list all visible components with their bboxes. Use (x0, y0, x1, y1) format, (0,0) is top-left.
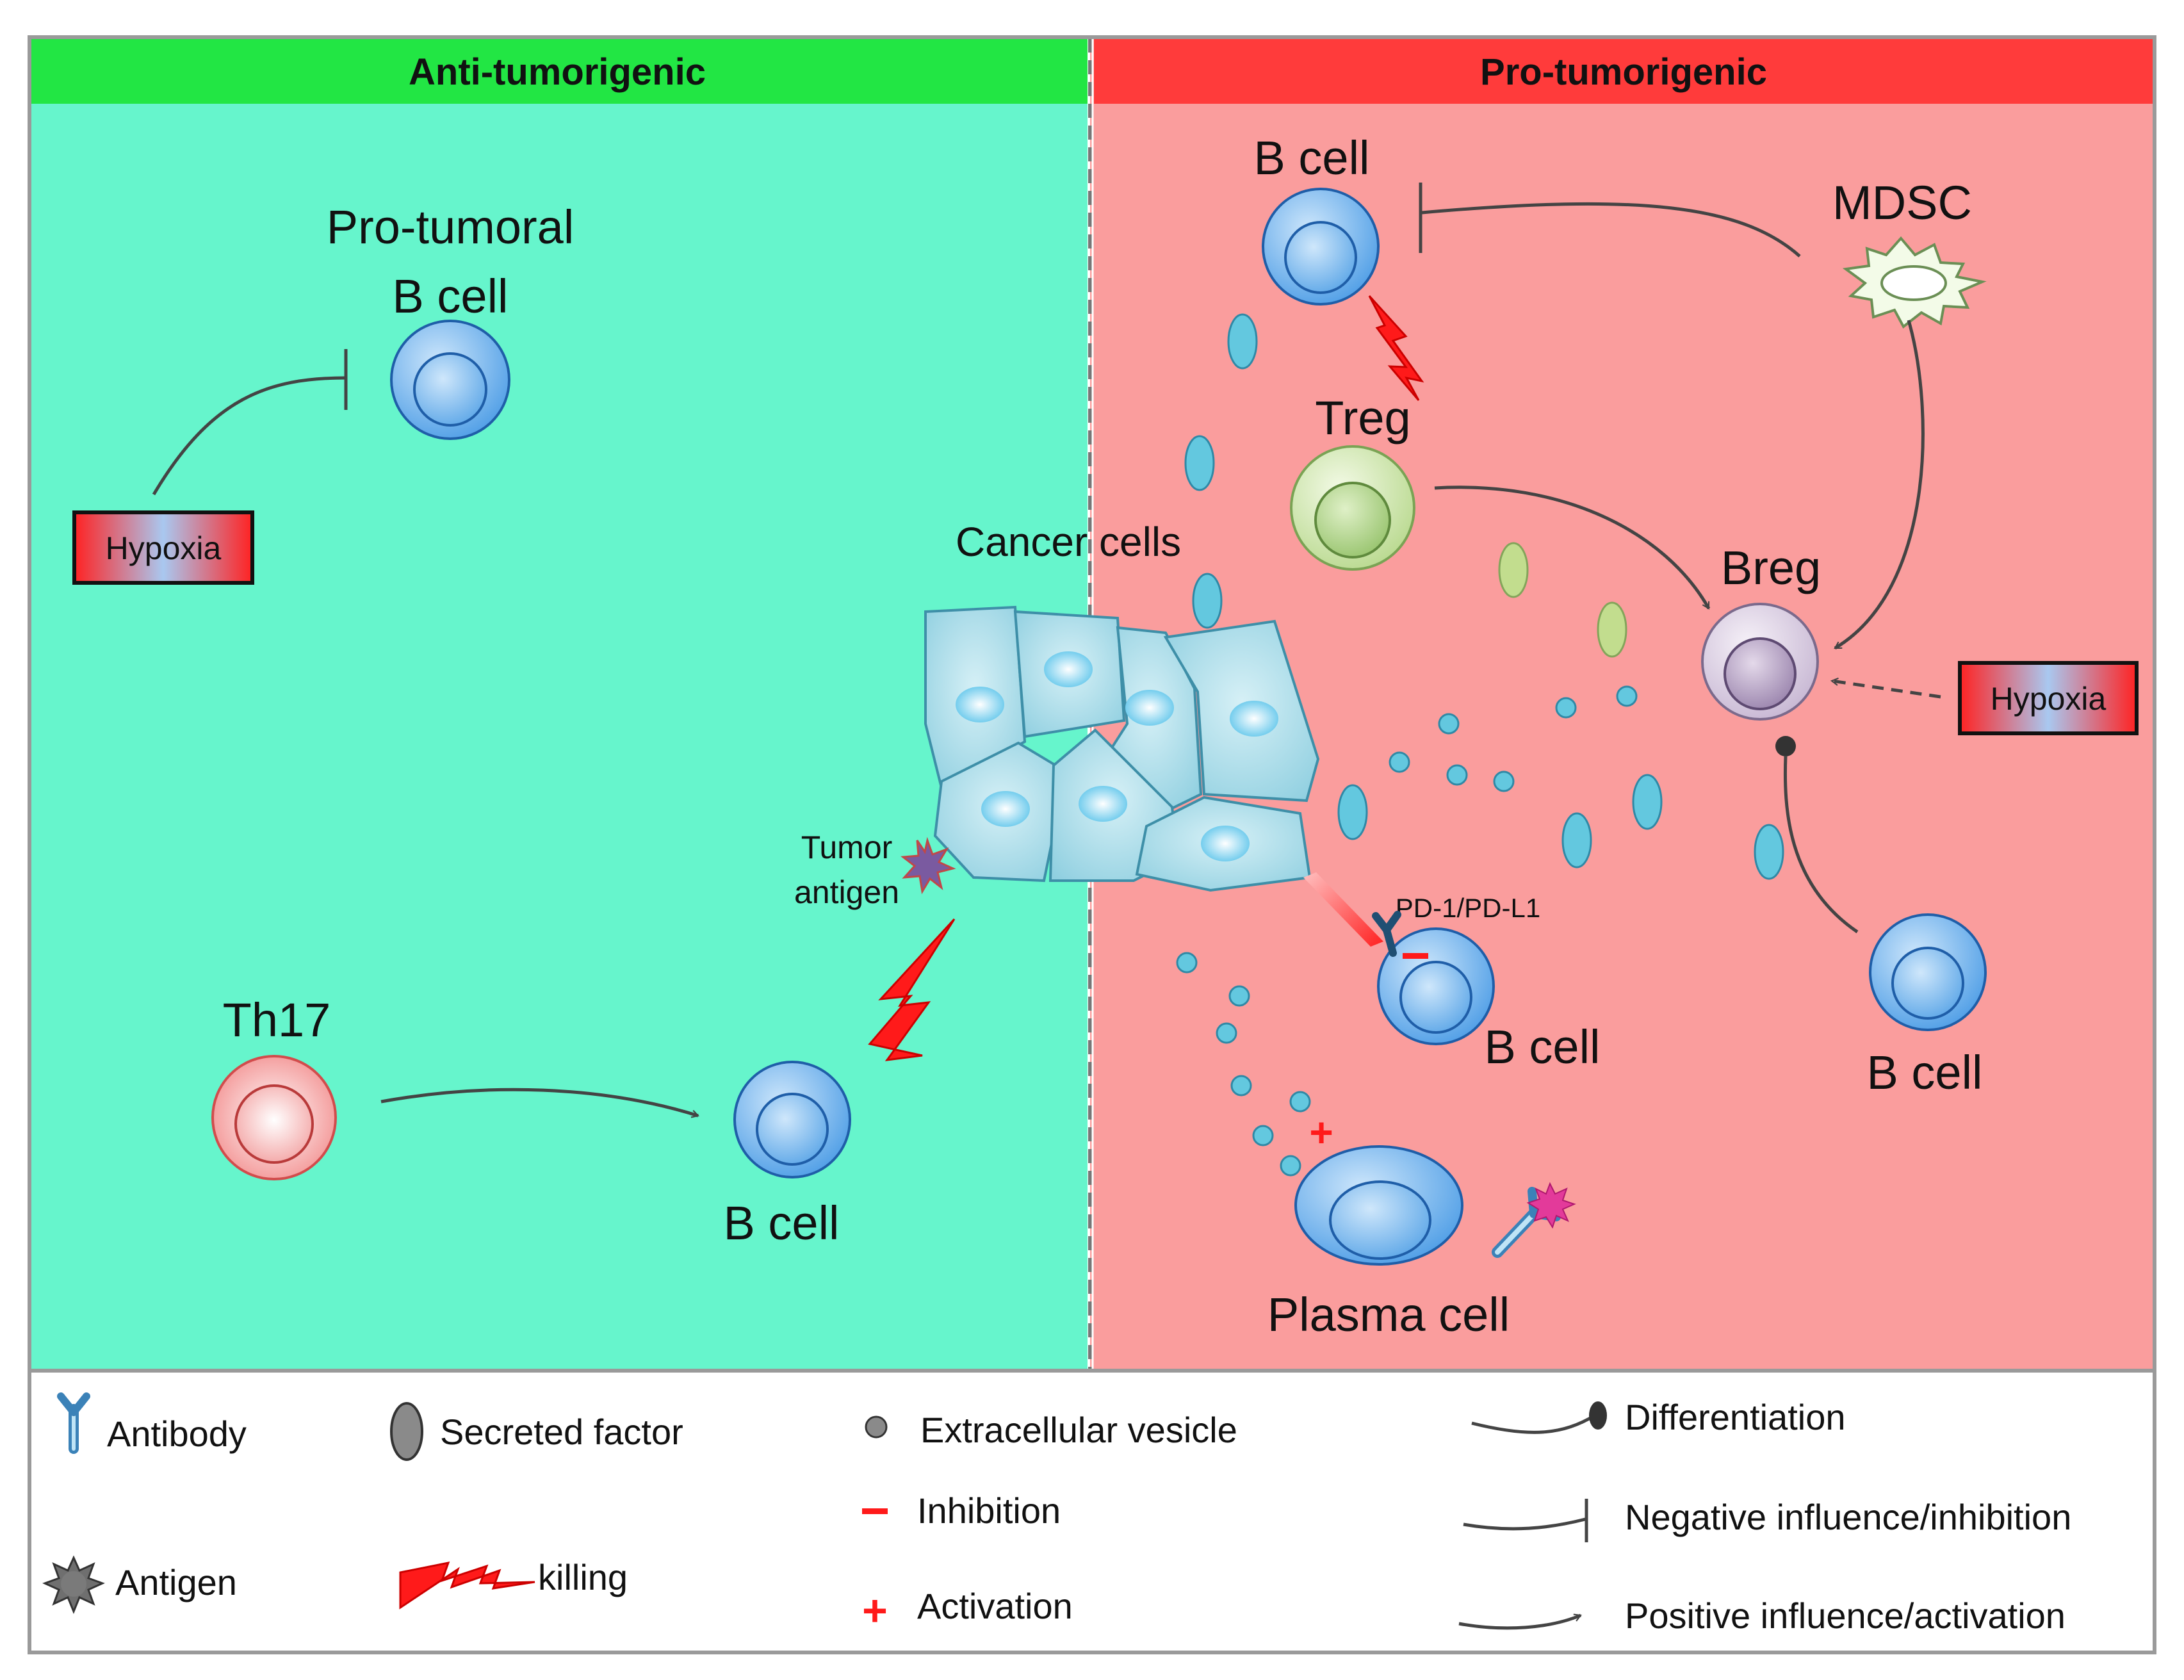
legend: Antibody Secreted factor Extracellular v… (42, 1392, 2071, 1636)
killing-bolt-icon (399, 1562, 535, 1610)
antigen-icon (1526, 1182, 1576, 1229)
cancer-cells-label: Cancer cells (956, 519, 1181, 565)
killing-bolt-icon (1368, 295, 1424, 401)
inhibition-minus-icon (1403, 953, 1428, 959)
legend-antigen: Antigen (115, 1562, 237, 1603)
extracellular-vesicle-icon (1289, 1091, 1311, 1113)
secreted-factor-icon (1597, 601, 1627, 658)
breg-icon (1701, 603, 1819, 721)
legend-differentiation: Differentiation (1625, 1397, 1846, 1437)
b-cell-icon (390, 320, 510, 440)
breg-label: Breg (1721, 541, 1821, 594)
differentiation-line-icon (1471, 1414, 1596, 1434)
pd1-pdl1-laser-beam (1303, 872, 1383, 947)
anti-panel-header-bar (31, 38, 1088, 104)
secreted-factor-icon (390, 1402, 423, 1461)
secreted-factors (1184, 313, 1784, 880)
extracellular-vesicle-icon (1389, 751, 1410, 773)
extracellular-vesicle-icon (1216, 1022, 1237, 1044)
b-cell-label-top: B cell (1254, 131, 1370, 184)
legend-activation: Activation (917, 1586, 1073, 1626)
secreted-factor-icon (1498, 542, 1529, 598)
legend-antibody: Antibody (107, 1414, 247, 1454)
pro-panel-title: Pro-tumorigenic (1480, 51, 1767, 93)
differentiation-dot-icon (1589, 1401, 1607, 1430)
antibody-icon (57, 1392, 90, 1454)
figure-border (28, 35, 2156, 1654)
mdsc-icon (1842, 236, 1987, 329)
treg-icon (1290, 445, 1415, 571)
pro-tumoral-label-line2: B cell (393, 270, 509, 323)
activation-plus-icon: + (1309, 1109, 1333, 1155)
plasma-cell-label: Plasma cell (1267, 1288, 1510, 1341)
secreted-factor-icon (1184, 435, 1215, 491)
legend-positive-influence: Positive influence/activation (1625, 1595, 2066, 1636)
treg-label: Treg (1315, 391, 1410, 444)
legend-secreted-factor: Secreted factor (440, 1412, 683, 1452)
tumor-antigen-label-line2: antigen (794, 874, 899, 910)
antibody-icon (1372, 911, 1401, 957)
extracellular-vesicle-icon (1616, 685, 1638, 707)
extracellular-vesicle-icon (1493, 771, 1515, 792)
b-cell-icon (1377, 927, 1495, 1045)
legend-negative-influence: Negative influence/inhibition (1625, 1497, 2071, 1537)
b-cell-label-center: B cell (1485, 1020, 1601, 1073)
activation-arrow-mdsc-to-breg (1834, 320, 1925, 650)
negative-influence-line-icon (1463, 1517, 1586, 1531)
inhibition-minus-icon (862, 1508, 888, 1514)
extracellular-vesicle-icon (1280, 1155, 1301, 1177)
hypoxia-box: Hypoxia (1958, 661, 2139, 735)
hypoxia-label-left: Hypoxia (106, 530, 222, 566)
legend-inhibition: Inhibition (917, 1490, 1061, 1531)
activation-plus-icon: + (862, 1586, 888, 1635)
secreted-factor-icon (1561, 812, 1592, 869)
hypoxia-label-right: Hypoxia (1991, 681, 2107, 717)
secreted-factor-icon (1227, 313, 1258, 370)
legend-killing: killing (538, 1557, 628, 1597)
plasma-cell-icon (1294, 1145, 1463, 1266)
extracellular-vesicle-icon (865, 1415, 888, 1439)
tumor-antigen-icon (900, 836, 956, 895)
b-cell-label-right: B cell (1867, 1046, 1983, 1099)
extracellular-vesicle-icon (1438, 713, 1460, 735)
extracellular-vesicle-icon (1176, 952, 1198, 974)
extracellular-vesicle-icon (1446, 764, 1468, 786)
mdsc-label: MDSC (1832, 176, 1972, 229)
extracellular-vesicle-icon (1230, 1075, 1252, 1097)
activation-arrow-th17-to-b-cell (380, 1088, 700, 1118)
secreted-factors-green (1498, 542, 1627, 658)
inhibition-arrow-hypoxia-to-b-cell (152, 376, 346, 496)
secreted-factor-icon (1337, 784, 1368, 840)
b-cell-icon (1869, 913, 1987, 1031)
killing-bolt-icon (868, 918, 956, 1061)
b-cell-label-left-bottom: B cell (724, 1196, 840, 1250)
th17-label: Th17 (223, 993, 331, 1047)
legend-extracellular-vesicle: Extracellular vesicle (920, 1410, 1237, 1450)
antigen-core (61, 1571, 86, 1597)
secreted-factor-icon (1632, 774, 1663, 830)
b-cell-icon (1262, 188, 1380, 306)
differentiation-dot (1775, 736, 1796, 756)
extracellular-vesicle-icon (1228, 985, 1250, 1007)
anti-panel-background (31, 38, 1088, 1371)
th17-icon (211, 1055, 337, 1180)
inhibition-arrow-mdsc-to-b-cell (1421, 202, 1801, 257)
secreted-factor-icon (1754, 824, 1784, 880)
extracellular-vesicle-icon (1252, 1125, 1274, 1146)
b-cell-icon (733, 1061, 851, 1178)
positive-influence-line-icon (1458, 1613, 1582, 1630)
tumor-antigen-label-line1: Tumor (801, 829, 893, 865)
activation-arrow-treg-to-breg (1434, 485, 1711, 610)
hypoxia-box: Hypoxia (72, 510, 254, 585)
pd1-pdl1-label: PD-1/PD-L1 (1396, 893, 1540, 923)
differentiation-arrow-b-cell-to-breg (1783, 755, 1859, 934)
pro-tumoral-label-line1: Pro-tumoral (327, 200, 575, 254)
extracellular-vesicles (1176, 685, 1638, 1177)
extracellular-vesicle-icon (1555, 697, 1577, 719)
pro-panel-header-bar (1094, 38, 2153, 104)
cancer-cells-icon (924, 605, 1320, 892)
anti-panel-title: Anti-tumorigenic (409, 51, 706, 93)
secreted-factor-icon (1192, 573, 1223, 629)
